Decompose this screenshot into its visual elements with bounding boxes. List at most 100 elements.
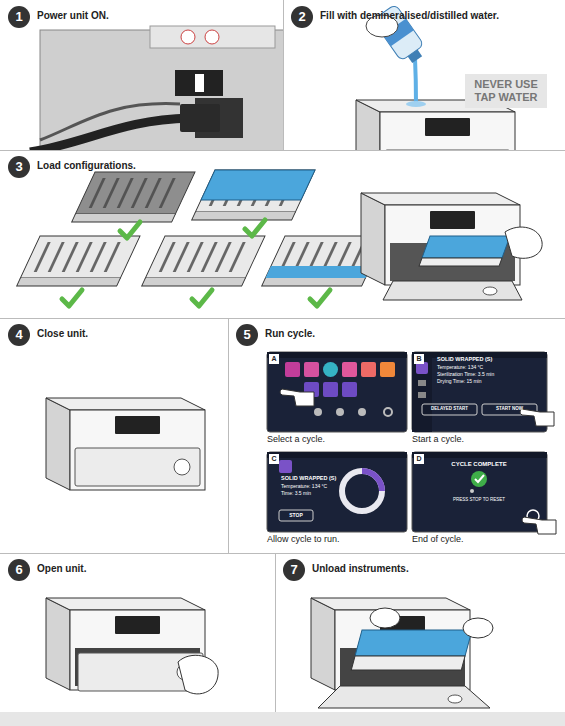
step-number: 7	[283, 559, 305, 581]
power-switch-illustration	[150, 26, 275, 48]
step-title: Fill with demineralised/distilled water.	[320, 10, 499, 21]
load-configurations-illustration	[361, 193, 520, 285]
unload-illustration	[311, 598, 493, 708]
screen-select	[285, 362, 300, 377]
step-number: 5	[236, 324, 258, 346]
unload-illustration	[355, 630, 472, 656]
step-panel: 3Load configurations.	[0, 150, 565, 318]
unload-illustration	[370, 608, 400, 628]
screen-letter: A	[269, 354, 279, 364]
load-configurations-illustration	[383, 281, 522, 300]
screen-select	[267, 352, 407, 358]
screen-select	[342, 382, 357, 397]
screen-select	[384, 408, 392, 416]
closed-unit-illustration	[46, 398, 205, 490]
load-configurations-illustration	[310, 290, 330, 306]
screen-text: CYCLE COMPLETE	[451, 461, 506, 467]
water-fill-illustration	[415, 58, 416, 104]
screen-complete	[470, 489, 474, 493]
screen-complete	[412, 452, 547, 458]
load-configurations-illustration	[422, 236, 510, 258]
open-unit-illustration	[46, 598, 218, 694]
step-panel: 2Fill with demineralised/distilled water…	[283, 0, 565, 150]
screen-running	[279, 510, 313, 521]
load-configurations-illustration	[192, 290, 212, 306]
load-configurations-illustration	[17, 170, 542, 306]
screen-select	[323, 382, 338, 397]
screen-letter: D	[414, 454, 424, 464]
step-panel: 7 Unload instruments.	[275, 553, 565, 712]
panel-divider	[228, 318, 229, 553]
step-title: Unload instruments.	[312, 563, 409, 574]
screen-caption: End of cycle.	[412, 534, 464, 544]
screen-caption: Start a cycle.	[412, 434, 464, 444]
screen-start	[520, 409, 554, 426]
screen-text: DELAYED START	[431, 407, 468, 412]
closed-unit-illustration	[46, 398, 205, 490]
screen-select	[267, 352, 407, 432]
load-configurations-illustration	[245, 220, 265, 236]
step-number: 4	[8, 324, 30, 346]
screen-text: Time: 3.5 min	[281, 491, 311, 496]
screen-select	[358, 408, 366, 416]
screen-select	[280, 389, 314, 406]
panel-divider	[283, 0, 284, 150]
screen-text: Temperature: 134 °C	[281, 484, 327, 489]
screen-text: SOLID WRAPPED (S)	[437, 357, 492, 363]
load-configurations-illustration	[120, 222, 140, 238]
screen-complete	[471, 471, 487, 487]
screen-running	[267, 452, 407, 532]
load-configurations-illustration	[72, 172, 195, 222]
screen-select	[323, 362, 338, 377]
panel-divider	[0, 553, 565, 554]
screen-text: Sterilization Time: 3.5 min	[437, 372, 494, 377]
screen-start	[412, 352, 554, 432]
screen-running	[279, 460, 292, 473]
power-switch-illustration	[180, 104, 220, 132]
load-configurations-illustration	[62, 290, 82, 306]
power-switch-illustration	[205, 30, 219, 44]
load-configurations-illustration	[75, 172, 195, 214]
unload-illustration	[351, 630, 472, 670]
step-number: 1	[8, 6, 30, 28]
screen-caption: Select a cycle.	[267, 434, 325, 444]
step-panel: 5Run cycle.ASelect a cycle.BStart a cycl…	[228, 318, 565, 553]
water-fill-illustration	[406, 101, 426, 107]
screen-panel: A Select a cycle.	[267, 352, 407, 448]
unload-illustration	[463, 618, 493, 638]
open-unit-illustration	[178, 655, 218, 694]
panel-divider	[0, 318, 565, 319]
step-panel: 1Power unit ON.	[0, 0, 283, 150]
water-fill-illustration	[408, 50, 422, 63]
load-configurations-illustration	[72, 172, 195, 222]
step-title: Load configurations.	[37, 160, 136, 171]
screen-start	[418, 380, 426, 386]
load-configurations-illustration	[505, 227, 542, 258]
load-configurations-illustration	[419, 236, 510, 266]
load-configurations-illustration	[483, 287, 497, 295]
load-configurations-illustration	[201, 170, 315, 200]
warning-box: NEVER USE TAP WATER	[465, 74, 547, 108]
step-title: Open unit.	[37, 563, 86, 574]
screen-start	[418, 392, 426, 398]
screen-complete	[475, 475, 484, 482]
screen-select	[336, 408, 344, 416]
load-configurations-illustration	[142, 236, 265, 286]
load-configurations-illustration	[265, 266, 371, 278]
step-title: Run cycle.	[265, 328, 315, 339]
load-configurations-illustration	[419, 258, 502, 266]
screen-start	[412, 358, 432, 432]
load-configurations-illustration	[192, 170, 315, 220]
panel-divider	[0, 150, 565, 151]
power-switch-illustration	[195, 74, 204, 92]
screen-running	[342, 471, 382, 511]
screen-text: STOP	[289, 513, 303, 518]
load-configurations-illustration	[142, 236, 265, 286]
unload-illustration	[448, 695, 462, 703]
screen-complete	[412, 452, 556, 534]
unload-illustration	[351, 656, 465, 670]
screen-start	[422, 404, 477, 415]
power-switch-illustration	[181, 30, 195, 44]
